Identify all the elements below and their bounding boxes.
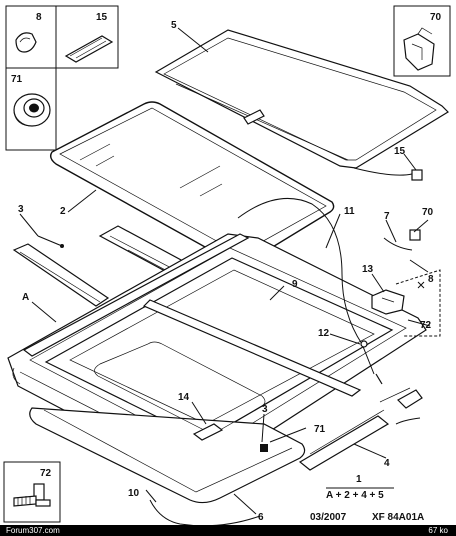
- inset-label-72: 72: [40, 468, 52, 479]
- callout-1: 1: [356, 474, 362, 485]
- part-12-screw: [360, 340, 368, 348]
- left-rail-bracket: [12, 243, 110, 307]
- part-13-clip: [371, 289, 405, 315]
- callout-6: 6: [258, 512, 264, 523]
- part-14-handle: [192, 423, 224, 441]
- clip-part-icon: [15, 32, 37, 53]
- callout-11: 11: [344, 206, 355, 217]
- callout-3: 3: [18, 204, 24, 215]
- callout-71: 71: [314, 424, 326, 435]
- part-10-drain-hose: [149, 499, 261, 527]
- inset-box-15: 15: [55, 5, 119, 69]
- leader-lines: [19, 27, 431, 515]
- assembly-formula: A + 2 + 4 + 5: [326, 490, 384, 501]
- part-2-glass-panel: [49, 101, 335, 265]
- inset-box-70: 70: [393, 5, 451, 77]
- inset-box-8: 8: [5, 5, 57, 69]
- callout-8: 8: [428, 274, 434, 285]
- inset-box-72: 72: [3, 461, 61, 523]
- part-7-cable-sleeve: [383, 237, 413, 251]
- callout-14: 14: [178, 392, 190, 403]
- reference-code: XF 84A01A: [372, 512, 424, 523]
- reference-block: 03/2007 XF 84A01A: [310, 512, 424, 523]
- part-11-drive-cable: [237, 198, 383, 385]
- part-15-small-square: [411, 169, 423, 181]
- inset-box-71: 71: [5, 67, 57, 151]
- part-3-pin: [37, 235, 64, 248]
- callout-70: 70: [422, 207, 434, 218]
- footer-site: Forum307.com: [6, 526, 60, 535]
- callout-9: 9: [292, 279, 298, 290]
- screw-part-icon: [13, 483, 51, 507]
- callout-7: 7: [384, 211, 390, 222]
- inset-label-70: 70: [430, 12, 442, 23]
- part-A-main-frame: [7, 233, 427, 473]
- date-code: 03/2007: [310, 512, 347, 523]
- callout-10: 10: [128, 488, 140, 499]
- part-6-drain-frame: [29, 341, 306, 504]
- part-4-motor: [298, 387, 423, 471]
- part-70-small-bracket: [409, 229, 421, 241]
- callout-A: A: [22, 292, 29, 303]
- footer-bar: [0, 525, 456, 536]
- callout-labels: 5 2 3 11 7 70 13 8 9 A 12 72 14 71 4 3 1…: [18, 20, 434, 523]
- callout-3b: 3: [262, 404, 268, 415]
- inset-label-8: 8: [36, 12, 42, 23]
- inset-label-71: 71: [11, 74, 23, 85]
- seal-strip-part-icon: [64, 35, 114, 63]
- callout-2: 2: [60, 206, 66, 217]
- callout-5: 5: [171, 20, 177, 31]
- inset-label-15: 15: [96, 12, 108, 23]
- callout-15: 15: [394, 146, 406, 157]
- part-71-marker: [260, 444, 268, 452]
- callout-72: 72: [420, 320, 432, 331]
- callout-4: 4: [384, 458, 390, 469]
- callout-12: 12: [318, 328, 330, 339]
- footer-size: 67 ko: [428, 526, 448, 535]
- bracket-part-icon: [403, 27, 435, 71]
- callout-13: 13: [362, 264, 374, 275]
- part-5-top-cover: [154, 29, 449, 169]
- grommet-part-icon: [13, 93, 51, 127]
- formula-text: A + 2 + 4 + 5: [326, 490, 384, 501]
- assembly-bracket-dashed: [395, 269, 441, 337]
